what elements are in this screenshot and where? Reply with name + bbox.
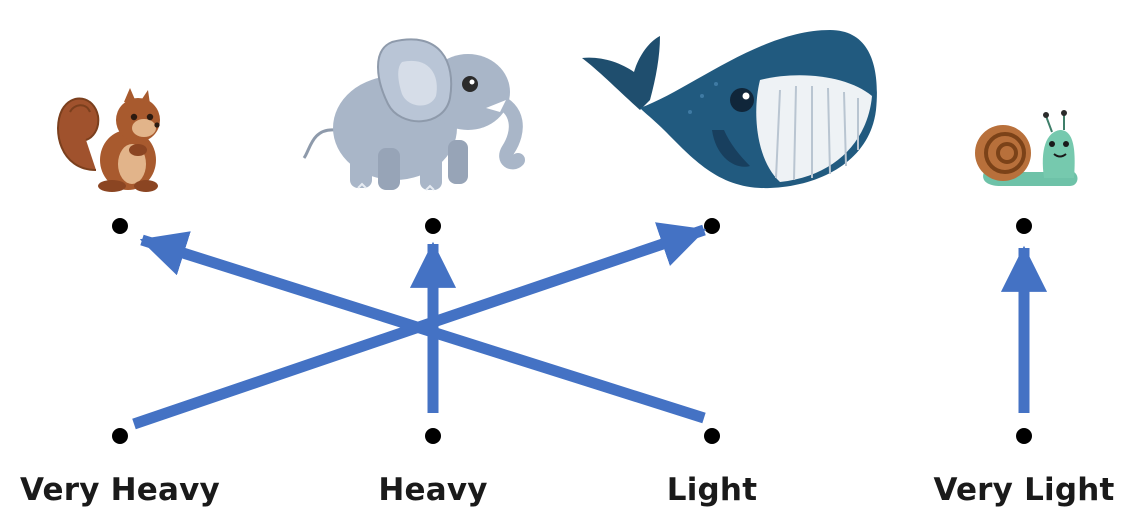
label-very-light: Very Light <box>933 472 1115 508</box>
very-heavy-dot <box>112 428 128 444</box>
label-heavy: Heavy <box>378 472 488 508</box>
snail-icon <box>975 110 1078 186</box>
heavy-dot <box>425 428 441 444</box>
label-light: Light <box>666 472 758 508</box>
whale-dot <box>704 218 720 234</box>
very-light-dot <box>1016 428 1032 444</box>
squirrel-dot <box>112 218 128 234</box>
label-very-heavy: Very Heavy <box>20 472 220 508</box>
snail-dot <box>1016 218 1032 234</box>
arrow-light-to-squirrel <box>139 231 706 424</box>
squirrel-icon <box>57 88 160 192</box>
whale-icon <box>582 30 877 189</box>
elephant-icon <box>302 38 525 191</box>
elephant-dot <box>425 218 441 234</box>
light-dot <box>704 428 720 444</box>
